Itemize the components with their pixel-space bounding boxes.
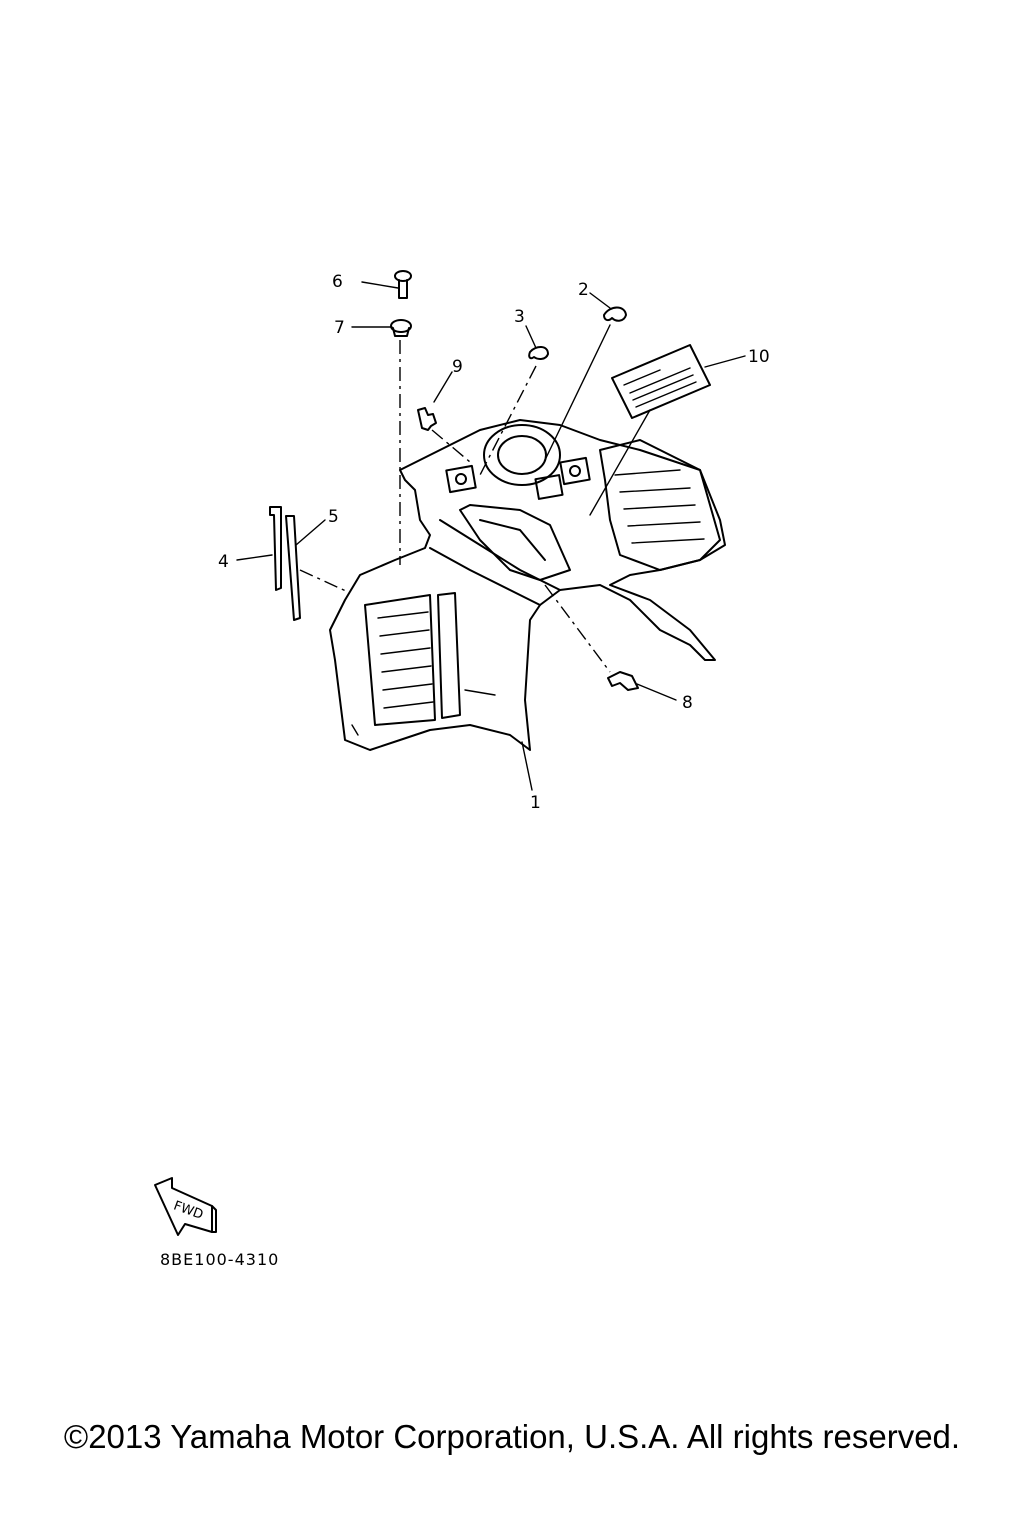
callout-4: 4 [218, 552, 229, 572]
diagram-reference-code: 8BE100-4310 [160, 1250, 280, 1269]
callout-6: 6 [332, 272, 343, 292]
callout-8: 8 [682, 693, 693, 713]
grommet-part-3 [528, 346, 549, 360]
callout-10: 10 [748, 347, 770, 367]
front-cover-part [329, 419, 726, 751]
copyright-notice: ©2013 Yamaha Motor Corporation, U.S.A. A… [63, 1418, 961, 1455]
strip-part-5 [285, 515, 301, 621]
callout-2: 2 [578, 280, 589, 300]
strip-part-4 [269, 506, 282, 591]
callout-7: 7 [334, 318, 345, 338]
callout-9: 9 [452, 357, 463, 377]
nut-part-7 [390, 319, 412, 337]
clip-part-8 [607, 671, 639, 691]
grommet-part-2 [603, 306, 627, 322]
screw-part-6 [394, 270, 412, 299]
callout-5: 5 [328, 507, 339, 527]
fastener-part-9 [417, 407, 437, 431]
callout-3: 3 [514, 307, 525, 327]
callout-1: 1 [530, 793, 541, 813]
fwd-label: FWD [171, 1199, 205, 1223]
label-plate-part-10 [611, 344, 711, 419]
fwd-arrow-icon: FWD [154, 1177, 217, 1236]
